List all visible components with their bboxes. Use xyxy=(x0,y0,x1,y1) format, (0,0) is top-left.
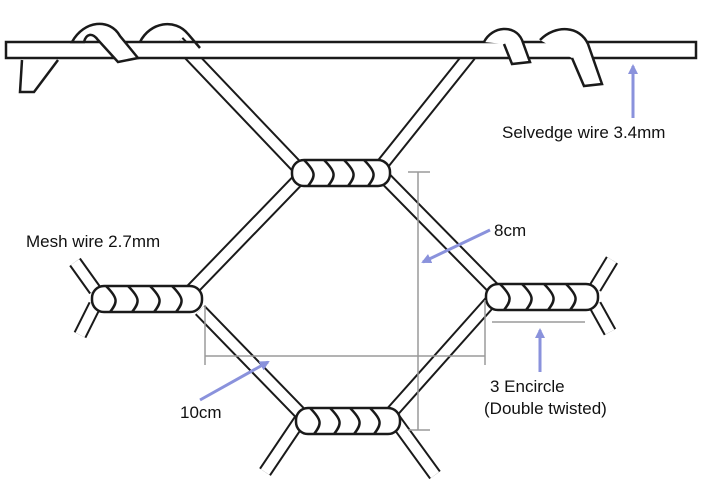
annotation-arrows xyxy=(199,64,638,402)
width-arrow xyxy=(199,360,270,402)
twist-label-line2: (Double twisted) xyxy=(484,399,607,418)
mesh-wire-label: Mesh wire 2.7mm xyxy=(26,232,160,251)
twist-label-line1: 3 Encircle xyxy=(490,377,565,396)
selvedge-wire-label: Selvedge wire 3.4mm xyxy=(502,123,665,142)
selvedge-wire xyxy=(4,22,698,94)
height-dimension-label: 8cm xyxy=(494,221,526,240)
twist-left xyxy=(90,284,204,314)
dimension-lines xyxy=(204,171,585,431)
twist-top xyxy=(290,158,392,188)
twist-right xyxy=(484,282,600,312)
twist-bottom xyxy=(294,406,402,436)
height-arrow xyxy=(421,228,491,264)
width-dimension-label: 10cm xyxy=(180,403,222,422)
mesh-wires xyxy=(69,37,618,480)
